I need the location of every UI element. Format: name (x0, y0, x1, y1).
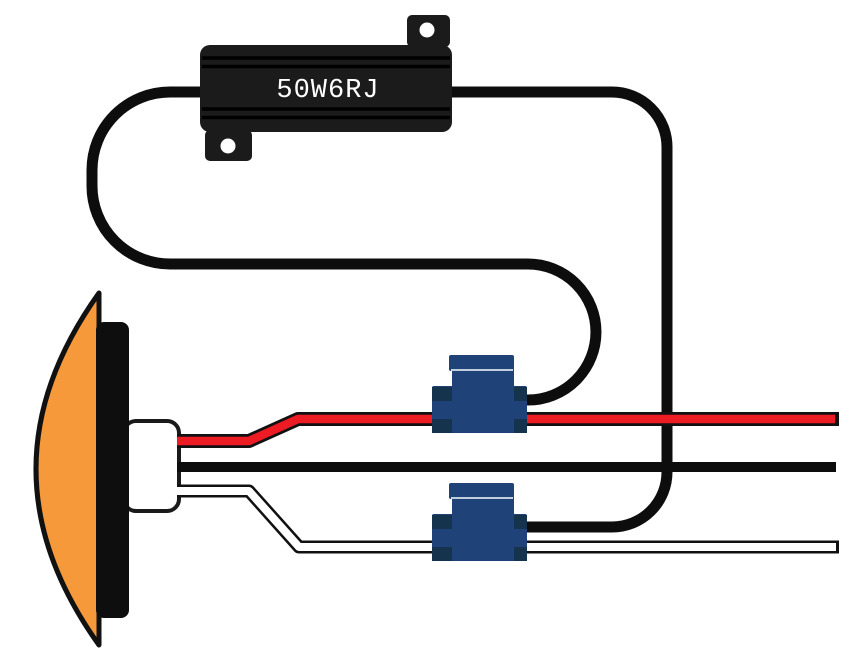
bulb-socket (122, 419, 181, 513)
resistor-label: 50W6RJ (276, 76, 379, 106)
resistor-grooves (202, 56, 450, 120)
t-tap-latch (514, 547, 527, 561)
bulb-base (96, 322, 129, 618)
t-tap-latch (432, 547, 452, 561)
t-tap-latch (514, 419, 527, 433)
t-tap-connector-lower (432, 483, 527, 561)
t-tap-cap (449, 355, 514, 371)
red-wire (177, 414, 835, 446)
t-tap-cap (449, 483, 514, 499)
t-tap-latch (432, 515, 452, 529)
mounting-hole-top (419, 22, 435, 38)
mounting-hole-bottom (220, 138, 236, 154)
t-tap-latch (432, 419, 452, 433)
t-tap-connector-upper (432, 355, 527, 433)
t-tap-neck (452, 498, 514, 516)
t-tap-latch (514, 387, 527, 401)
bulb-lens (33, 290, 102, 648)
t-tap-body (432, 514, 527, 561)
t-tap-neck (452, 370, 514, 388)
t-tap-latch (432, 387, 452, 401)
t-tap-body (432, 386, 527, 433)
t-tap-latch (514, 515, 527, 529)
load-resistor: 50W6RJ (200, 15, 452, 161)
white-wire (177, 487, 836, 551)
resistor-lead-right-wire (445, 86, 673, 533)
resistor-lead-left-wire (86, 86, 602, 406)
